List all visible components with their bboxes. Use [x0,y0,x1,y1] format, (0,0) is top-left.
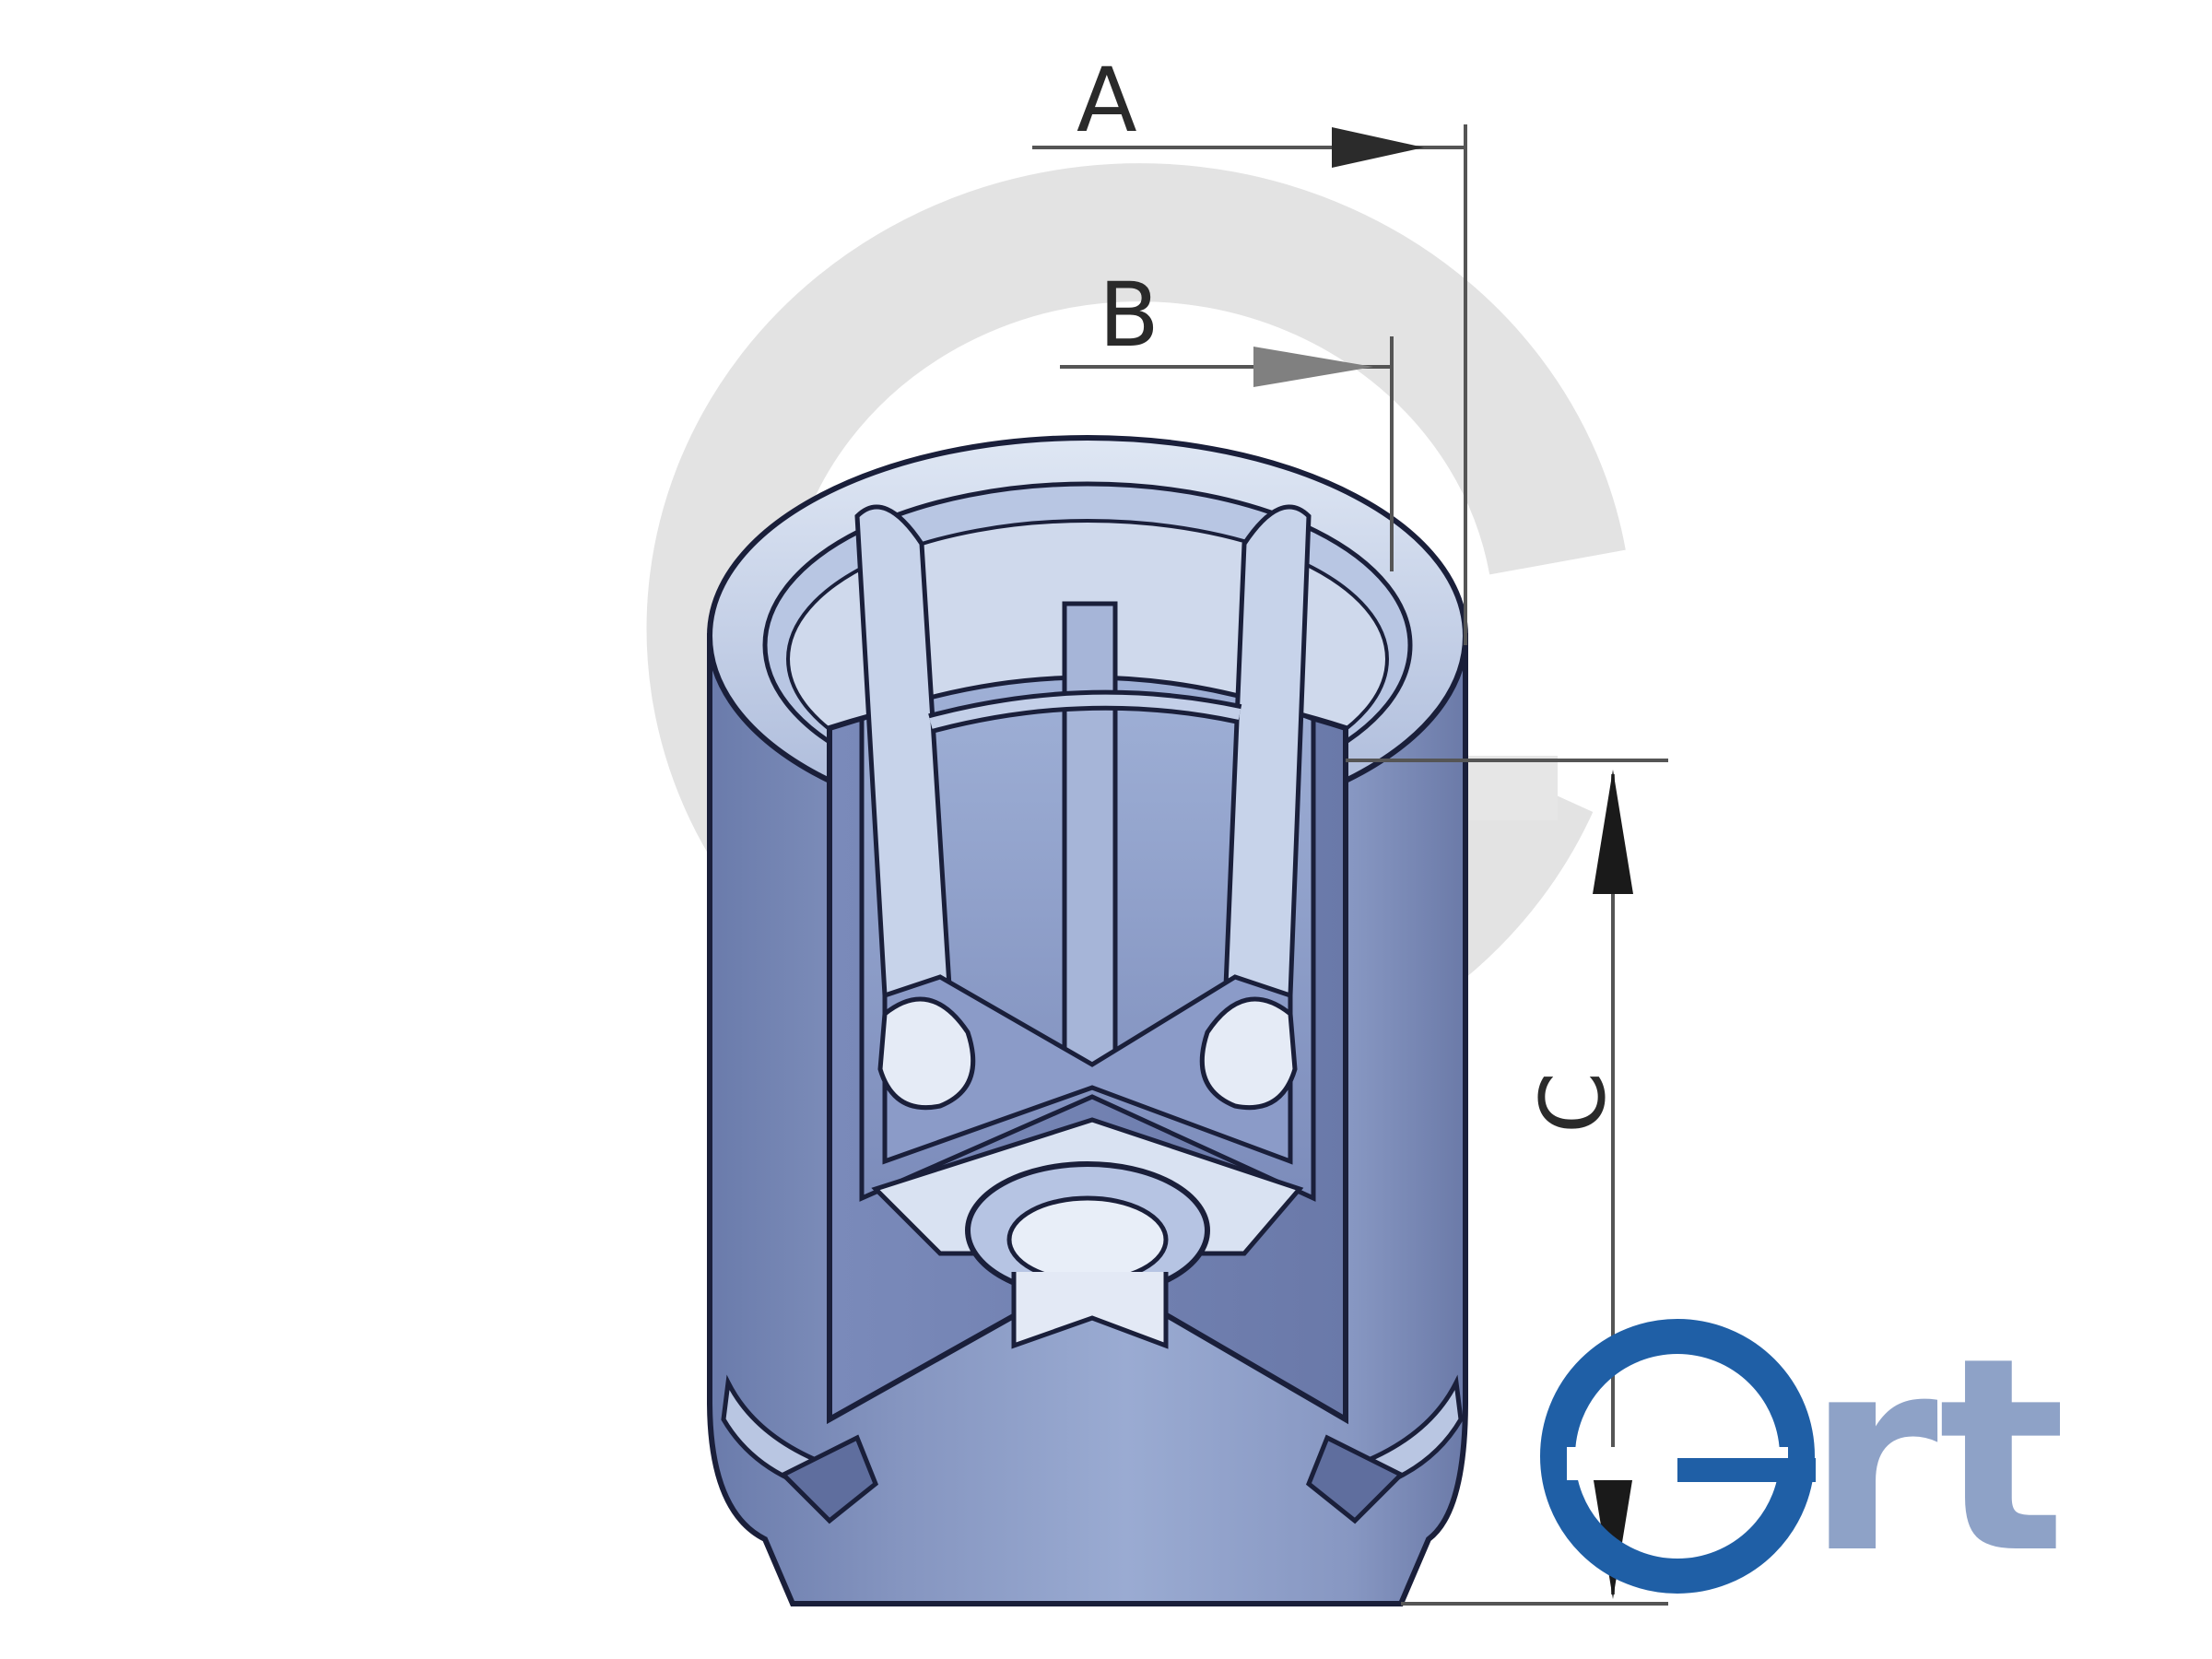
brand-logo-rt: rt [1806,1301,2066,1612]
piston-lobe-right [1199,996,1298,1111]
piston-illustration [707,435,1468,1606]
dimension-label-b: B [1099,264,1159,367]
piston-center-rod [1062,601,1118,1067]
piston-lobe-left [877,996,976,1111]
brand-logo-e-ring [1540,1319,1815,1594]
dimension-label-a: A [1077,49,1137,152]
brand-logo: ert rt [1540,1301,2066,1612]
dimension-label-c: C [1522,1072,1625,1134]
